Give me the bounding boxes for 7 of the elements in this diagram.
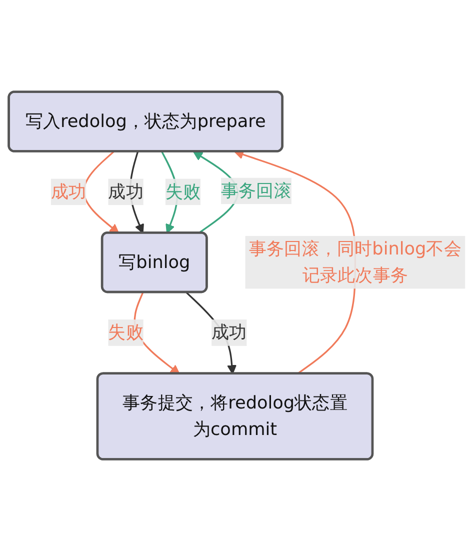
- edge-label: 失败: [108, 322, 144, 343]
- edge-label: 失败: [165, 180, 201, 202]
- edge-label: 成功: [212, 322, 247, 343]
- edge-label: 事务回滚: [221, 180, 292, 201]
- edge-label: 成功: [108, 180, 144, 202]
- edge-label: 成功: [50, 180, 86, 202]
- edge-label: 事务回滚，同时binlog不会记录此次事务: [248, 238, 462, 286]
